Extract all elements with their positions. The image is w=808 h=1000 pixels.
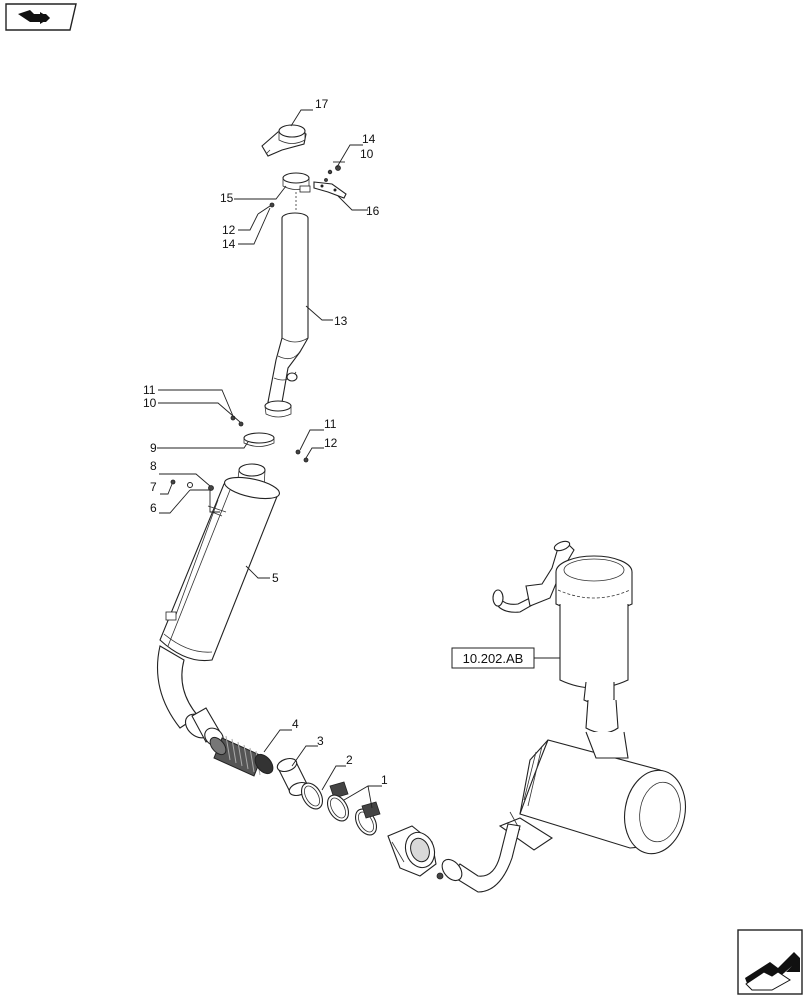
next-page-arrow-icon[interactable] xyxy=(737,929,803,995)
fasteners-6-7-8 xyxy=(170,479,214,491)
callout-4: 4 xyxy=(292,717,299,731)
bracket-16 xyxy=(313,181,347,199)
callout-9: 9 xyxy=(150,441,157,455)
callout-labels: 17 14 10 15 16 12 14 13 11 10 11 9 12 8 … xyxy=(143,97,388,787)
clamps-1 xyxy=(326,794,381,836)
clamp-ring-15 xyxy=(282,172,311,193)
exhaust-tube-13 xyxy=(264,212,309,418)
washers-10-11-left xyxy=(230,415,244,427)
reference-box[interactable]: 10.202.AB xyxy=(451,647,535,669)
callout-11: 11 xyxy=(324,417,337,431)
callout-7: 7 xyxy=(150,480,157,494)
callout-8: 8 xyxy=(150,459,157,473)
callout-12: 12 xyxy=(324,436,338,450)
callout-15: 15 xyxy=(220,191,234,205)
nut-14-top xyxy=(324,165,341,182)
aftertreatment-assembly xyxy=(436,540,686,893)
callout-3: 3 xyxy=(317,734,324,748)
callout-13: 13 xyxy=(334,314,348,328)
callout-1: 1 xyxy=(381,773,388,787)
reference-label: 10.202.AB xyxy=(463,651,524,666)
callout-10: 10 xyxy=(143,396,157,410)
callout-12: 12 xyxy=(222,223,236,237)
leader-lines xyxy=(157,109,560,809)
washers-11-12-right xyxy=(295,449,309,463)
callout-14: 14 xyxy=(222,237,236,251)
gasket-ring-9 xyxy=(243,432,275,447)
callout-14: 14 xyxy=(362,132,376,146)
turbo-outlet-flange xyxy=(387,825,437,877)
callout-6: 6 xyxy=(150,501,157,515)
callout-16: 16 xyxy=(366,204,380,218)
callout-2: 2 xyxy=(346,753,353,767)
flex-pipe-4 xyxy=(209,735,274,777)
clamp-2 xyxy=(300,781,349,810)
callout-17: 17 xyxy=(315,97,329,111)
bolt-12-top xyxy=(257,202,275,215)
book-arrow-icon[interactable] xyxy=(5,3,77,31)
callout-11: 11 xyxy=(143,383,156,397)
callout-10: 10 xyxy=(360,147,374,161)
muffler-5 xyxy=(157,463,281,747)
callout-5: 5 xyxy=(272,571,279,585)
rain-cap-17 xyxy=(261,124,307,157)
